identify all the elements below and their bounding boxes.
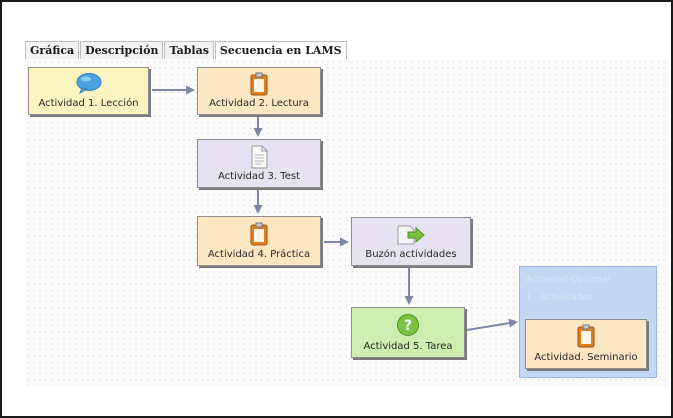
activity-1-node[interactable]: Actividad 1. Lección <box>28 67 149 115</box>
document-icon <box>251 145 268 169</box>
activity-3-label: Actividad 3. Test <box>218 171 300 182</box>
activity-3-node[interactable]: Actividad 3. Test <box>197 139 321 188</box>
clipboard-icon <box>577 324 595 348</box>
svg-text:?: ? <box>404 318 412 334</box>
activity-5-node[interactable]: ? Actividad 5. Tarea <box>351 307 465 358</box>
activity-1-label: Actividad 1. Lección <box>38 98 139 109</box>
clipboard-icon <box>250 222 268 246</box>
tab-descripcion[interactable]: Descripción <box>80 41 164 59</box>
tab-grafica[interactable]: Gráfica <box>25 41 80 59</box>
tab-bar: Gráfica Descripción Tablas Secuencia en … <box>25 41 348 59</box>
activity-4-node[interactable]: Actividad 4. Práctica <box>197 216 321 266</box>
seminario-node[interactable]: Actividad. Seminario <box>525 319 647 369</box>
activity-2-label: Actividad 2. Lectura <box>209 98 309 109</box>
optional-group-subtitle: 1 - Actividades <box>526 293 593 303</box>
clipboard-icon <box>250 72 268 96</box>
seminario-label: Actividad. Seminario <box>534 352 638 363</box>
speech-bubble-icon <box>76 73 101 94</box>
tab-secuencia-lams[interactable]: Secuencia en LAMS <box>214 41 347 59</box>
buzon-label: Buzón actividades <box>365 249 457 260</box>
arrow-5-seminario <box>466 318 518 331</box>
submit-arrow-icon <box>397 225 425 245</box>
activity-4-label: Actividad 4. Práctica <box>207 249 311 260</box>
buzon-node[interactable]: Buzón actividades <box>351 217 471 266</box>
optional-group-title: Actividad Opcional <box>526 275 611 285</box>
activity-2-node[interactable]: Actividad 2. Lectura <box>197 67 321 115</box>
help-circle-icon: ? <box>397 314 419 336</box>
activity-5-label: Actividad 5. Tarea <box>363 341 453 352</box>
tab-tablas[interactable]: Tablas <box>164 41 214 59</box>
